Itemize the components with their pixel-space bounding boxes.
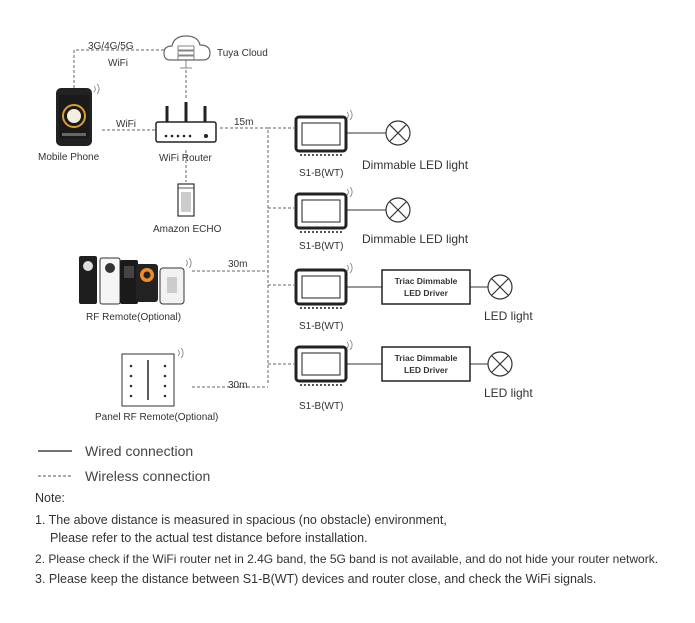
- driver-box-1: Triac Dimmable LED Driver: [381, 269, 471, 305]
- device-1-model: S1-B(WT): [299, 168, 343, 179]
- network-label: 3G/4G/5G: [88, 41, 134, 52]
- note-3: 3. Please keep the distance between S1-B…: [35, 572, 597, 586]
- rf-remote-label: RF Remote(Optional): [86, 312, 181, 323]
- echo-label: Amazon ECHO: [153, 224, 222, 235]
- router-label: WiFi Router: [159, 153, 212, 164]
- mobile-phone-icon: [56, 83, 100, 146]
- lamp-icon: [487, 351, 513, 377]
- device-3: [294, 262, 353, 309]
- device-3-model: S1-B(WT): [299, 321, 343, 332]
- driver-1-line2: LED Driver: [404, 288, 449, 298]
- driver-2-line2: LED Driver: [404, 365, 449, 375]
- wired-links: [346, 132, 488, 365]
- lamp-icon: [487, 274, 513, 300]
- wifi-top-label: WiFi: [108, 58, 128, 69]
- device-2-model: S1-B(WT): [299, 241, 343, 252]
- device-1-load: Dimmable LED light: [362, 158, 469, 172]
- amazon-echo-icon: [177, 183, 195, 217]
- panel-remote-label: Panel RF Remote(Optional): [95, 412, 218, 423]
- cloud-icon: [163, 35, 211, 69]
- distance-router-label: 15m: [234, 117, 253, 128]
- notes-title: Note:: [35, 491, 65, 505]
- note-2: 2. Please check if the WiFi router net i…: [35, 552, 659, 566]
- panel-remote-icon: [121, 347, 184, 407]
- wifi-router-icon: [155, 102, 217, 143]
- distance-rf-label: 30m: [228, 259, 247, 270]
- wifi-link-label: WiFi: [116, 119, 136, 130]
- lamp-icon: [385, 120, 411, 146]
- distance-panel-label: 30m: [228, 380, 247, 391]
- legend-wired-label: Wired connection: [85, 443, 194, 459]
- driver-box-2: Triac Dimmable LED Driver: [381, 346, 471, 382]
- device-4-model: S1-B(WT): [299, 401, 343, 412]
- wireless-links: [73, 49, 294, 388]
- device-3-load: LED light: [484, 309, 533, 323]
- link-phone-cloud: [73, 49, 165, 88]
- lamp-icon: [385, 197, 411, 223]
- legend-wireless-label: Wireless connection: [85, 468, 211, 484]
- link-bus: [220, 127, 269, 385]
- mobile-label: Mobile Phone: [38, 152, 100, 163]
- cloud-label: Tuya Cloud: [217, 48, 268, 59]
- note-1a: 1. The above distance is measured in spa…: [35, 513, 447, 527]
- device-4: [294, 339, 353, 386]
- driver-1-line1: Triac Dimmable: [395, 276, 458, 286]
- device-2: [294, 186, 353, 233]
- device-1: [294, 109, 353, 156]
- rf-remote-icon: [79, 256, 192, 305]
- device-4-load: LED light: [484, 386, 533, 400]
- device-2-load: Dimmable LED light: [362, 232, 469, 246]
- note-1b: Please refer to the actual test distance…: [50, 531, 368, 545]
- driver-2-line1: Triac Dimmable: [395, 353, 458, 363]
